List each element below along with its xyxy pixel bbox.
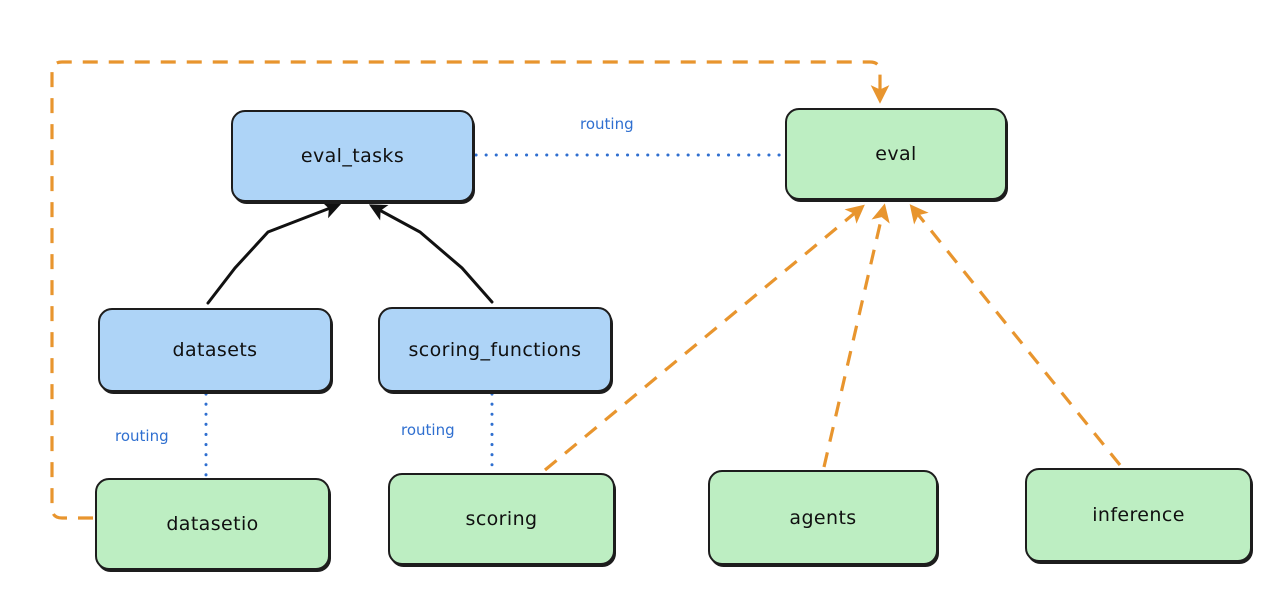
edge-label-routing-scoring-functions-scoring: routing: [398, 421, 458, 439]
node-eval[interactable]: eval: [785, 108, 1007, 200]
node-label-eval: eval: [875, 143, 917, 165]
node-label-inference: inference: [1092, 504, 1185, 526]
node-label-scoring: scoring: [465, 508, 538, 530]
edge-datasets-to-eval-tasks: [206, 201, 342, 305]
edge-scoring-functions-to-eval-tasks: [368, 204, 494, 304]
node-datasetio[interactable]: datasetio: [95, 478, 330, 570]
node-scoring[interactable]: scoring: [388, 473, 615, 565]
node-inference[interactable]: inference: [1025, 468, 1252, 562]
node-label-agents: agents: [789, 506, 857, 529]
edge-scoring-to-eval-dependency: [543, 204, 865, 472]
node-agents[interactable]: agents: [708, 470, 938, 565]
node-label-eval-tasks: eval_tasks: [300, 145, 405, 167]
node-label-datasetio: datasetio: [166, 513, 259, 535]
edge-datasetio-to-eval-dependency: [50, 60, 890, 520]
edge-agents-to-eval-dependency: [822, 203, 890, 468]
edge-label-routing-datasets-datasetio: routing: [112, 427, 172, 445]
node-eval-tasks[interactable]: eval_tasks: [231, 110, 474, 202]
node-datasets[interactable]: datasets: [98, 308, 332, 392]
edge-label-routing-eval-tasks-eval: routing: [577, 115, 637, 133]
node-label-datasets: datasets: [172, 339, 258, 361]
edge-inference-to-eval-dependency: [909, 204, 1122, 467]
node-scoring-functions[interactable]: scoring_functions: [378, 307, 612, 392]
node-label-scoring-functions: scoring_functions: [408, 338, 582, 361]
